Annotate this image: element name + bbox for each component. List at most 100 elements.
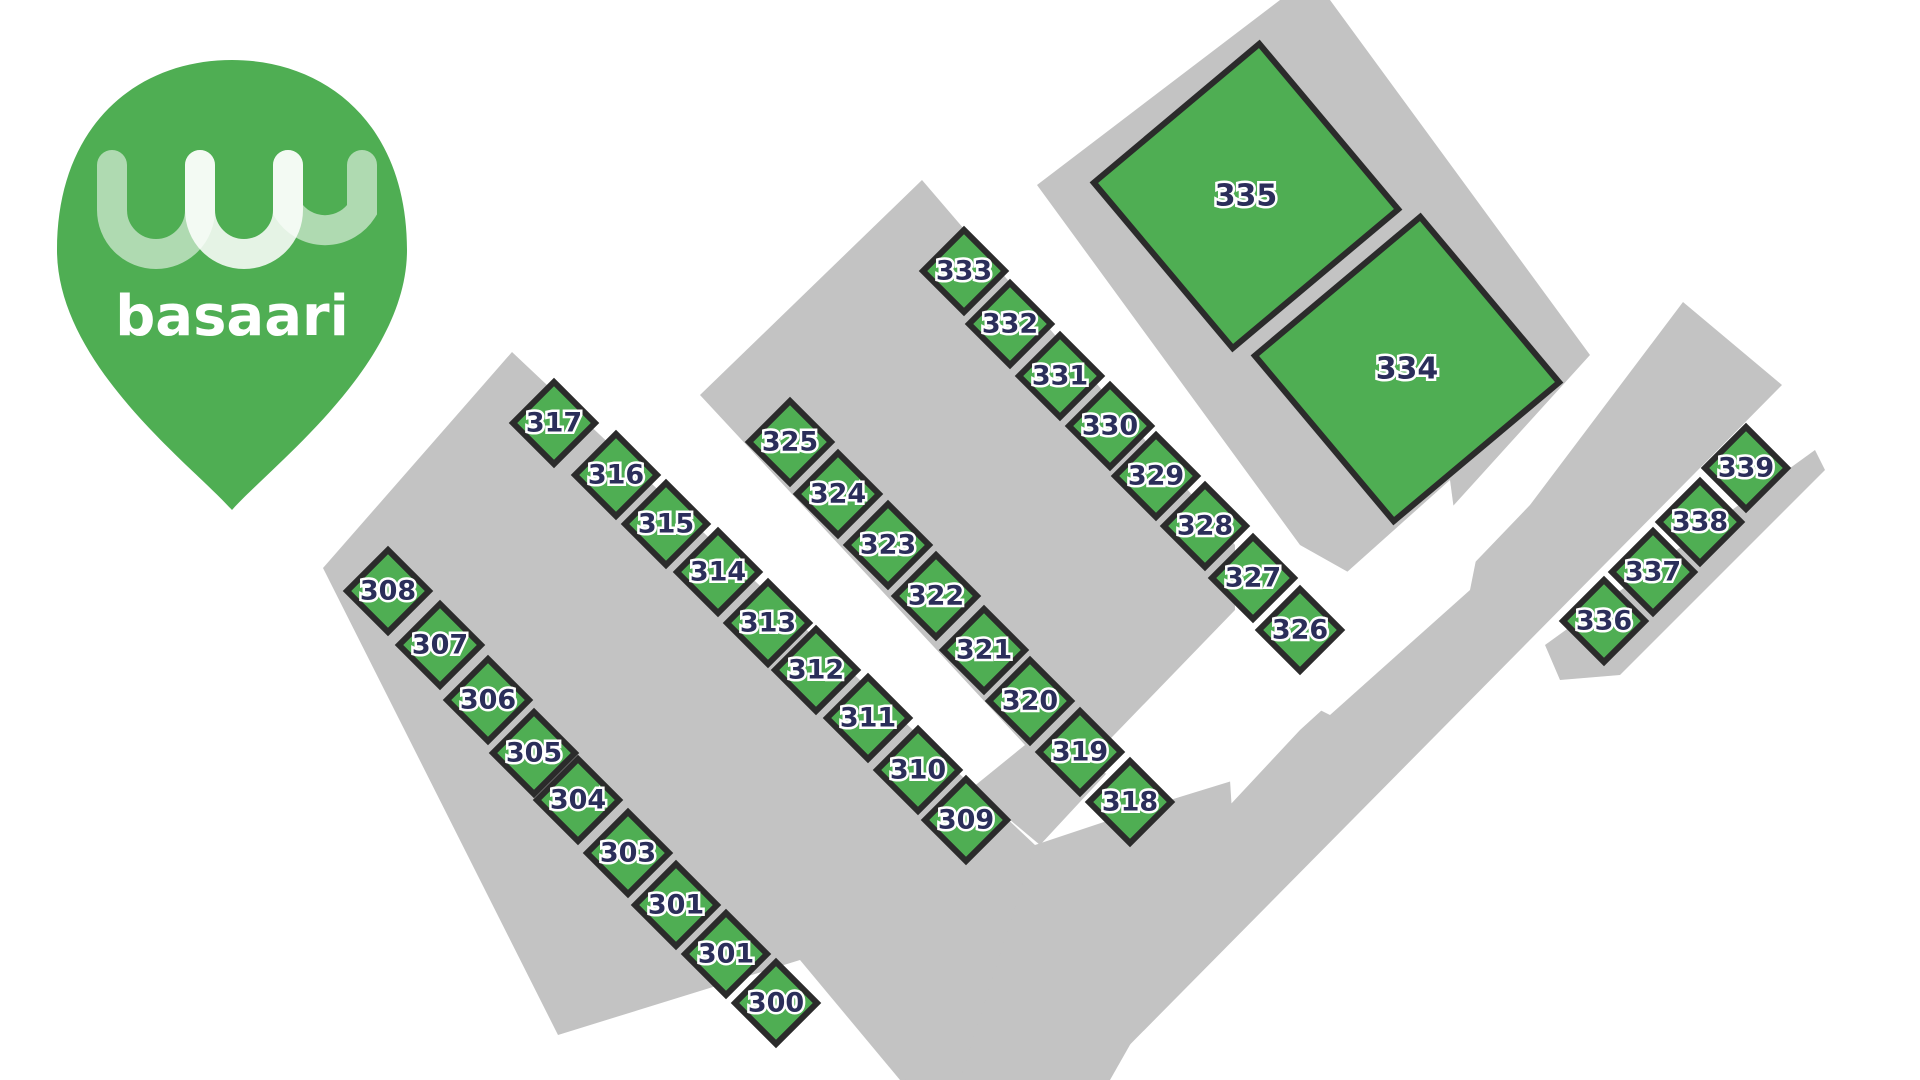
stall-336[interactable] bbox=[1558, 575, 1650, 667]
stall-303[interactable] bbox=[582, 807, 674, 899]
stall-333[interactable] bbox=[918, 225, 1010, 317]
stall-shape[interactable] bbox=[964, 278, 1056, 370]
stall-shape[interactable] bbox=[1064, 380, 1156, 472]
stall-322[interactable] bbox=[890, 550, 982, 642]
stall-331[interactable] bbox=[1014, 330, 1106, 422]
stall-319[interactable] bbox=[1034, 706, 1126, 798]
stall-shape[interactable] bbox=[394, 599, 486, 691]
stall-shape[interactable] bbox=[680, 908, 772, 1000]
logo-brand-text: basaari bbox=[115, 284, 349, 349]
stall-shape[interactable] bbox=[1558, 575, 1650, 667]
stall-318[interactable] bbox=[1084, 756, 1176, 848]
stall-label: 308 bbox=[360, 576, 416, 607]
stall-shape[interactable] bbox=[1159, 480, 1251, 572]
stall-311[interactable] bbox=[822, 672, 914, 764]
stall-label: 327 bbox=[1225, 563, 1281, 594]
stall-label: 305 bbox=[506, 738, 562, 769]
stall-332[interactable] bbox=[964, 278, 1056, 370]
stall-301[interactable] bbox=[680, 908, 772, 1000]
stall-shape[interactable] bbox=[1014, 330, 1106, 422]
stall-shape[interactable] bbox=[890, 550, 982, 642]
stall-label: 332 bbox=[982, 309, 1038, 340]
stall-321[interactable] bbox=[938, 604, 1030, 696]
stall-shape[interactable] bbox=[842, 499, 934, 591]
stall-306[interactable] bbox=[442, 654, 534, 746]
stall-label: 306 bbox=[460, 685, 516, 716]
stall-label: 323 bbox=[860, 530, 916, 561]
stall-316[interactable] bbox=[570, 429, 662, 521]
stall-shape[interactable] bbox=[1607, 526, 1699, 618]
stall-label: 321 bbox=[956, 635, 1012, 666]
stall-shape[interactable] bbox=[488, 707, 580, 799]
stall-shape[interactable] bbox=[1089, 39, 1403, 353]
stall-shape[interactable] bbox=[532, 754, 624, 846]
stall-label: 328 bbox=[1177, 511, 1233, 542]
stall-309[interactable] bbox=[920, 774, 1012, 866]
stall-325[interactable] bbox=[744, 396, 836, 488]
stall-shape[interactable] bbox=[722, 577, 814, 669]
stall-304[interactable] bbox=[532, 754, 624, 846]
stall-330[interactable] bbox=[1064, 380, 1156, 472]
walkway-gap-4 bbox=[1515, 375, 1590, 455]
stall-label: 324 bbox=[810, 479, 866, 510]
stall-label: 319 bbox=[1052, 737, 1108, 768]
stall-shape[interactable] bbox=[342, 545, 434, 637]
stall-shape[interactable] bbox=[938, 604, 1030, 696]
stall-shape[interactable] bbox=[984, 655, 1076, 747]
basaari-logo: basaari bbox=[57, 60, 407, 510]
stall-shape[interactable] bbox=[1207, 532, 1299, 624]
stall-307[interactable] bbox=[394, 599, 486, 691]
stall-338[interactable] bbox=[1654, 476, 1746, 568]
stall-shape[interactable] bbox=[1700, 422, 1792, 514]
stall-326[interactable] bbox=[1254, 584, 1346, 676]
stall-shape[interactable] bbox=[620, 478, 712, 570]
stall-shape[interactable] bbox=[918, 225, 1010, 317]
stall-shape[interactable] bbox=[1250, 212, 1564, 526]
stall-shape[interactable] bbox=[770, 624, 862, 716]
stall-shape[interactable] bbox=[570, 429, 662, 521]
stall-323[interactable] bbox=[842, 499, 934, 591]
stall-337[interactable] bbox=[1607, 526, 1699, 618]
stall-shape[interactable] bbox=[822, 672, 914, 764]
stall-shape[interactable] bbox=[1254, 584, 1346, 676]
stall-339[interactable] bbox=[1700, 422, 1792, 514]
stall-328[interactable] bbox=[1159, 480, 1251, 572]
stall-312[interactable] bbox=[770, 624, 862, 716]
stall-label: 311 bbox=[840, 703, 896, 734]
stall-label: 300 bbox=[748, 988, 804, 1019]
stall-shape[interactable] bbox=[582, 807, 674, 899]
stall-shape[interactable] bbox=[1110, 430, 1202, 522]
stall-shape[interactable] bbox=[630, 859, 722, 951]
stall-shape[interactable] bbox=[744, 396, 836, 488]
stall-324[interactable] bbox=[792, 448, 884, 540]
stall-327[interactable] bbox=[1207, 532, 1299, 624]
stall-320[interactable] bbox=[984, 655, 1076, 747]
stall-shape[interactable] bbox=[1084, 756, 1176, 848]
stall-shape[interactable] bbox=[1034, 706, 1126, 798]
stall-shape[interactable] bbox=[920, 774, 1012, 866]
stall-314[interactable] bbox=[672, 526, 764, 618]
stall-335[interactable] bbox=[1089, 39, 1403, 353]
stall-315[interactable] bbox=[620, 478, 712, 570]
stall-label: 303 bbox=[600, 838, 656, 869]
stall-shape[interactable] bbox=[442, 654, 534, 746]
stall-308[interactable] bbox=[342, 545, 434, 637]
stall-317[interactable] bbox=[508, 377, 600, 469]
walkway-west bbox=[323, 352, 1035, 1080]
stall-shape[interactable] bbox=[872, 724, 964, 816]
stall-shape[interactable] bbox=[672, 526, 764, 618]
stall-313[interactable] bbox=[722, 577, 814, 669]
stall-shape[interactable] bbox=[1654, 476, 1746, 568]
stall-310[interactable] bbox=[872, 724, 964, 816]
stall-shape[interactable] bbox=[730, 957, 822, 1049]
stall-shape[interactable] bbox=[508, 377, 600, 469]
stall-329[interactable] bbox=[1110, 430, 1202, 522]
stall-label: 322 bbox=[908, 581, 964, 612]
stall-334[interactable] bbox=[1250, 212, 1564, 526]
stall-305[interactable] bbox=[488, 707, 580, 799]
stall-300[interactable] bbox=[730, 957, 822, 1049]
stall-label: 314 bbox=[690, 557, 746, 588]
stall-shape[interactable] bbox=[792, 448, 884, 540]
stall-301[interactable] bbox=[630, 859, 722, 951]
